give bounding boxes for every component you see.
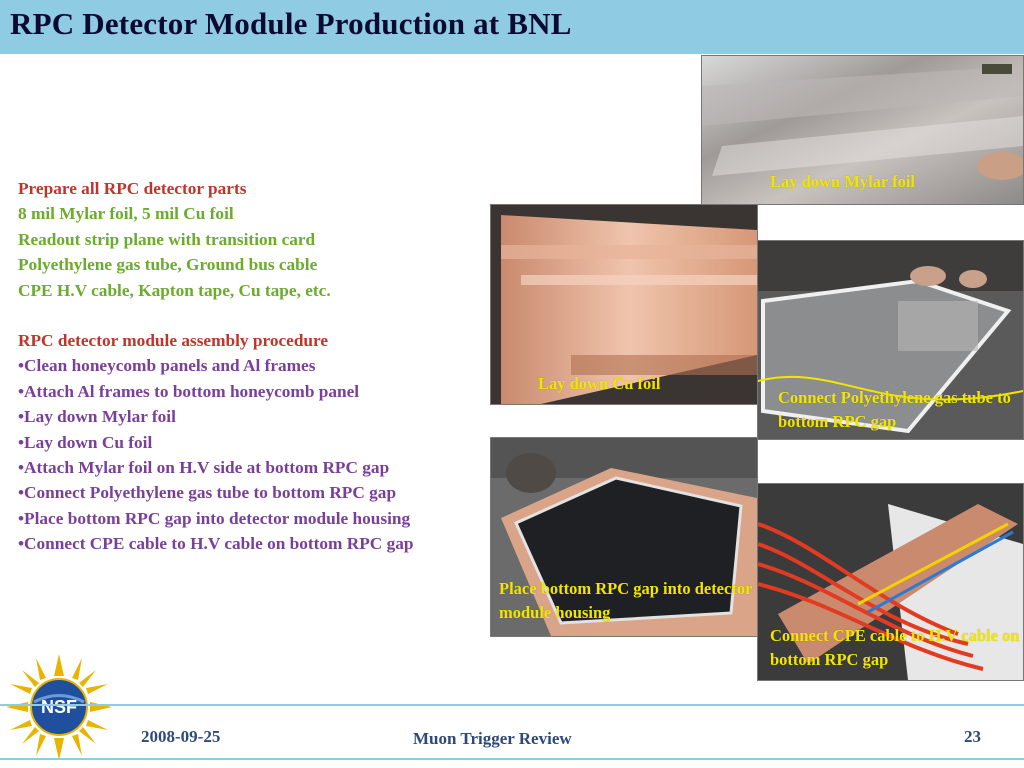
caption-mylar-foil: Lay down Mylar foil bbox=[770, 172, 915, 191]
footer-event: Muon Trigger Review bbox=[413, 729, 572, 748]
cable-image bbox=[758, 484, 1023, 680]
parts-item: Readout strip plane with transition card bbox=[18, 229, 316, 249]
footer-divider-bottom bbox=[0, 758, 1024, 760]
photo-housing bbox=[490, 437, 758, 637]
procedure-step: •Attach Al frames to bottom honeycomb pa… bbox=[18, 381, 360, 401]
caption-gas-tube: Connect Polyethylene gas tube to bottom … bbox=[778, 388, 1011, 431]
footer-date: 2008-09-25 bbox=[141, 727, 221, 746]
nsf-logo-text: NSF bbox=[41, 697, 77, 717]
photo-gas-tube bbox=[757, 240, 1024, 440]
nsf-logo: NSF bbox=[6, 654, 112, 760]
parts-item: CPE H.V cable, Kapton tape, Cu tape, etc… bbox=[18, 280, 331, 300]
slide-body: Prepare all RPC detector parts 8 mil Myl… bbox=[18, 176, 493, 557]
procedure-step: •Connect CPE cable to H.V cable on botto… bbox=[18, 534, 414, 554]
procedure-step: •Place bottom RPC gap into detector modu… bbox=[18, 508, 411, 528]
slide-number: 23 bbox=[964, 727, 981, 746]
procedure-step: •Attach Mylar foil on H.V side at bottom… bbox=[18, 458, 390, 478]
procedure-heading: RPC detector module assembly procedure bbox=[18, 331, 329, 351]
parts-item: Polyethylene gas tube, Ground bus cable bbox=[18, 255, 318, 275]
gas-tube-image bbox=[758, 241, 1023, 439]
caption-cu-foil: Lay down Cu foil bbox=[538, 374, 661, 393]
procedure-step: •Clean honeycomb panels and Al frames bbox=[18, 356, 316, 376]
photo-cu-foil bbox=[490, 204, 758, 405]
photo-mylar-foil bbox=[701, 55, 1024, 205]
cu-foil-image bbox=[491, 205, 757, 404]
photo-cable bbox=[757, 483, 1024, 681]
footer-divider-top bbox=[0, 704, 1024, 706]
parts-heading: Prepare all RPC detector parts bbox=[18, 179, 247, 198]
procedure-step: •Connect Polyethylene gas tube to bottom… bbox=[18, 483, 397, 503]
title-bar: RPC Detector Module Production at BNL bbox=[0, 0, 1024, 54]
housing-image bbox=[491, 438, 757, 636]
parts-item: 8 mil Mylar foil, 5 mil Cu foil bbox=[18, 204, 234, 224]
mylar-foil-image bbox=[702, 56, 1023, 204]
procedure-step: •Lay down Mylar foil bbox=[18, 407, 176, 427]
procedure-step: •Lay down Cu foil bbox=[18, 432, 153, 452]
slide-title: RPC Detector Module Production at BNL bbox=[10, 6, 572, 41]
caption-housing: Place bottom RPC gap into detector modul… bbox=[499, 579, 753, 622]
caption-cable: Connect CPE cable to H.V cable on bottom… bbox=[770, 626, 1020, 669]
nsf-logo-graphic bbox=[6, 654, 112, 760]
